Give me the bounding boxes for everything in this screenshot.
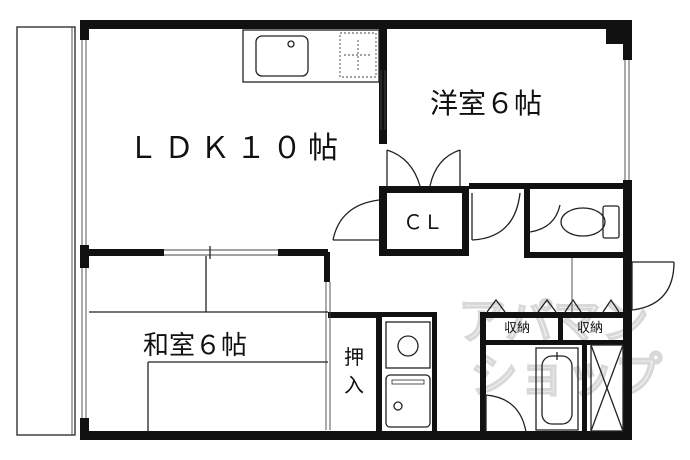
kitchen-counter: [242, 29, 380, 83]
room-label-oshiire-bottom: 入: [344, 373, 364, 397]
bathtub-icon: [535, 347, 579, 431]
storage-box: [590, 344, 624, 432]
room-label-ldk: ＬＤＫ１０帖: [128, 131, 344, 166]
stove-icon: [339, 32, 377, 78]
washing-area: [385, 321, 431, 428]
sliding-doors-japanese: [164, 246, 331, 430]
tatami-lines: [89, 311, 328, 432]
interior-walls: [84, 24, 627, 436]
room-label-storage-right: 収納: [577, 321, 603, 336]
window-right: [623, 60, 632, 180]
toilet-icon: [560, 205, 620, 239]
washbasin-icon: [397, 335, 419, 357]
room-label-closet: ＣＬ: [403, 210, 443, 234]
window-ldk-western: [380, 70, 386, 130]
sink-icon: [255, 35, 309, 77]
room-label-western: 洋室６帖: [430, 87, 542, 120]
room-label-storage-left: 収納: [504, 321, 530, 336]
windows-left: [80, 40, 89, 418]
room-label-japanese: 和室６帖: [143, 331, 247, 361]
room-label-oshiire-top: 押: [344, 345, 364, 369]
door-swings: [332, 149, 675, 433]
washing-machine-icon: [385, 374, 431, 428]
storage-doors: [486, 258, 620, 313]
balcony: [16, 26, 76, 436]
